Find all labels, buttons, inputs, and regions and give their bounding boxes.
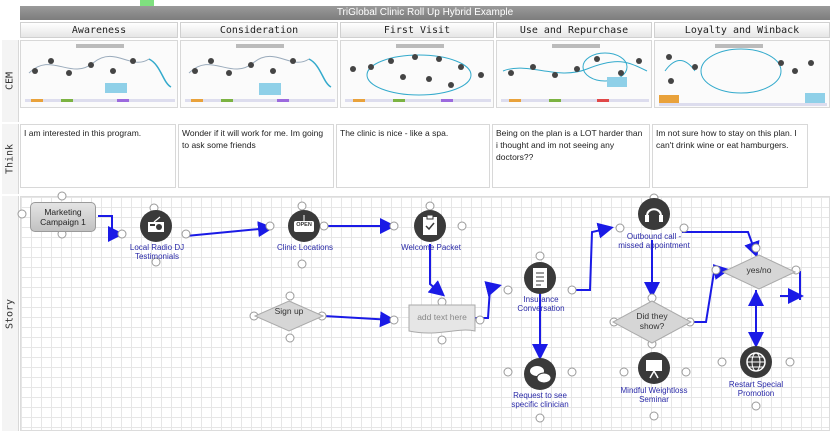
restart-promotion-label: Restart Special Promotion [728, 380, 784, 398]
presentation-board-icon[interactable] [638, 352, 670, 384]
did-they-show-decision[interactable] [612, 300, 692, 344]
marketing-campaign-label: Marketing Campaign 1 [40, 207, 86, 227]
marketing-campaign-node[interactable]: Marketing Campaign 1 [30, 202, 96, 232]
lane-label-cem: CEM [2, 40, 19, 122]
globe-icon[interactable] [740, 346, 772, 378]
add-text-placeholder[interactable]: add text here [417, 312, 467, 322]
radio-label: Local Radio DJ Testimonials [129, 243, 185, 261]
cem-thumbnail-awareness[interactable] [20, 40, 178, 108]
cem-thumbnail-loyalty-and-winback[interactable] [654, 40, 830, 108]
cem-thumbnail-consideration[interactable] [180, 40, 338, 108]
insurance-conversation-label: Insurance Conversation [517, 295, 565, 313]
document-icon[interactable] [524, 262, 556, 294]
radio-glyph [148, 216, 164, 232]
radio-icon[interactable] [140, 210, 172, 242]
outbound-call-label: Outbound call - missed appointment [618, 232, 690, 250]
document-shape[interactable] [408, 304, 476, 336]
phase-loyalty-and-winback[interactable]: Loyalty and Winback [654, 22, 830, 38]
connector-welcome-addtext [427, 244, 446, 297]
journey-map-thumbnail [659, 44, 827, 106]
connector-signup-addtext [323, 311, 396, 328]
welcome-packet-label: Welcome Packet [401, 243, 461, 252]
chat-bubbles-icon[interactable] [524, 358, 556, 390]
think-note-awareness[interactable]: I am interested in this program. [20, 124, 176, 188]
clinic-locations-label: Clinic Locations [276, 243, 334, 252]
connector-addtext-insurance [474, 281, 502, 319]
diagram-title: TriGlobal Clinic Roll Up Hybrid Example [20, 6, 830, 20]
clipboard-icon[interactable] [414, 210, 446, 242]
phase-awareness[interactable]: Awareness [20, 22, 178, 38]
open-sign-icon[interactable]: OPEN [288, 210, 320, 242]
cem-thumbnail-first-visit[interactable] [340, 40, 494, 108]
yes-no-decision[interactable] [722, 254, 796, 290]
think-note-loyalty-and-winback[interactable]: Im not sure how to stay on this plan. I … [652, 124, 808, 188]
connector-outbound-yesno [682, 231, 760, 258]
lane-label-think: Think [2, 124, 19, 194]
journey-map-thumbnail [345, 44, 491, 102]
connector-campaign-radio [98, 215, 124, 242]
connector-insurance-outbound [570, 222, 614, 291]
journey-map-thumbnail [25, 44, 175, 102]
sign-up-decision[interactable] [254, 300, 324, 332]
yes-no-label: yes/no [746, 265, 772, 275]
journey-map-thumbnail [185, 44, 335, 102]
headset-icon[interactable] [638, 198, 670, 230]
think-note-first-visit[interactable]: The clinic is nice - like a spa. [336, 124, 490, 188]
connector-radio-clinic [185, 221, 274, 238]
lane-label-story: Story [2, 196, 19, 431]
open-sign-text: OPEN [296, 222, 312, 228]
phase-use-and-repurchase[interactable]: Use and Repurchase [496, 22, 652, 38]
connector-didtheyshow-yesno [690, 264, 730, 323]
think-note-use-and-repurchase[interactable]: Being on the plan is a LOT harder than i… [492, 124, 650, 188]
top-tab-indicator [140, 0, 154, 6]
sign-up-label: Sign up [274, 306, 304, 316]
mindful-seminar-label: Mindful Weightloss Seminar [620, 386, 688, 404]
request-clinician-label: Request to see specific clinician [511, 391, 569, 409]
did-they-show-label: Did they show? [636, 311, 668, 331]
phase-consideration[interactable]: Consideration [180, 22, 338, 38]
think-note-consideration[interactable]: Wonder if it will work for me. Im going … [178, 124, 334, 188]
cem-thumbnail-use-and-repurchase[interactable] [496, 40, 652, 108]
journey-map-thumbnail [501, 44, 649, 102]
phase-first-visit[interactable]: First Visit [340, 22, 494, 38]
